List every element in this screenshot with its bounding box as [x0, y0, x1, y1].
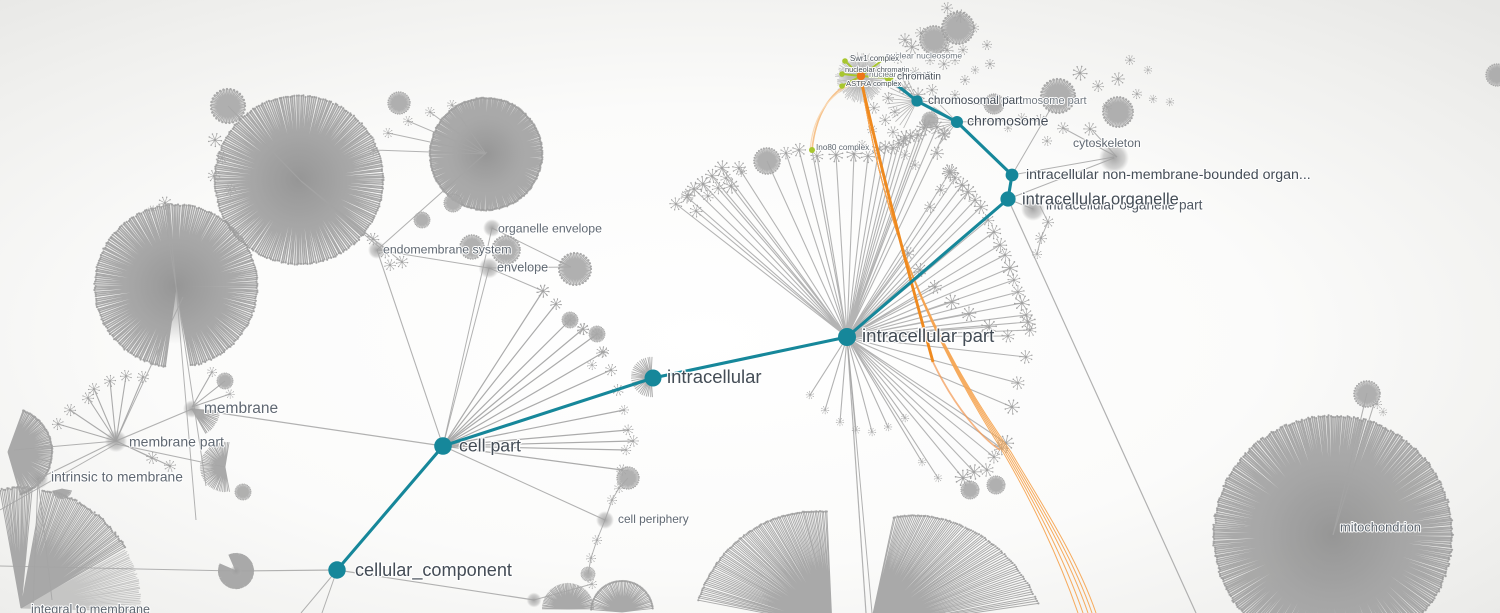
svg-text:cell part: cell part [459, 436, 521, 456]
svg-text:chromosome part: chromosome part [1001, 95, 1087, 107]
svg-text:nuclear nucleosome: nuclear nucleosome [886, 50, 962, 60]
svg-text:chromatin: chromatin [897, 72, 941, 83]
svg-text:cytoskeleton: cytoskeleton [1073, 136, 1141, 150]
svg-text:intracellular organelle part: intracellular organelle part [1046, 198, 1203, 213]
svg-text:envelope: envelope [497, 260, 548, 274]
svg-text:nuclear chromatin: nuclear chromatin [869, 69, 936, 79]
svg-text:intracellular part: intracellular part [862, 325, 995, 346]
svg-text:ASTRA complex: ASTRA complex [846, 79, 901, 88]
svg-text:nucleolar chromatin: nucleolar chromatin [845, 65, 910, 74]
svg-text:organelle envelope: organelle envelope [498, 221, 602, 235]
svg-text:cellular_component: cellular_component [355, 560, 512, 581]
svg-text:chromosomal part: chromosomal part [928, 93, 1023, 107]
svg-text:cell periphery: cell periphery [618, 512, 689, 526]
svg-text:intrinsic to membrane: intrinsic to membrane [51, 470, 183, 485]
svg-text:chromosome: chromosome [967, 113, 1049, 129]
svg-text:membrane part: membrane part [129, 434, 224, 450]
svg-text:mitochondrion: mitochondrion [1340, 519, 1421, 534]
svg-text:membrane: membrane [204, 400, 278, 417]
svg-text:intracellular: intracellular [667, 366, 762, 387]
svg-text:integral to membrane: integral to membrane [31, 602, 150, 613]
svg-text:Swr1 complex: Swr1 complex [850, 54, 899, 63]
svg-text:endomembrane system: endomembrane system [383, 242, 512, 256]
svg-text:Ino80 complex: Ino80 complex [816, 143, 869, 152]
svg-text:intracellular organelle: intracellular organelle [1022, 190, 1179, 208]
svg-text:intracellular non-membrane-bou: intracellular non-membrane-bounded organ… [1026, 167, 1311, 183]
